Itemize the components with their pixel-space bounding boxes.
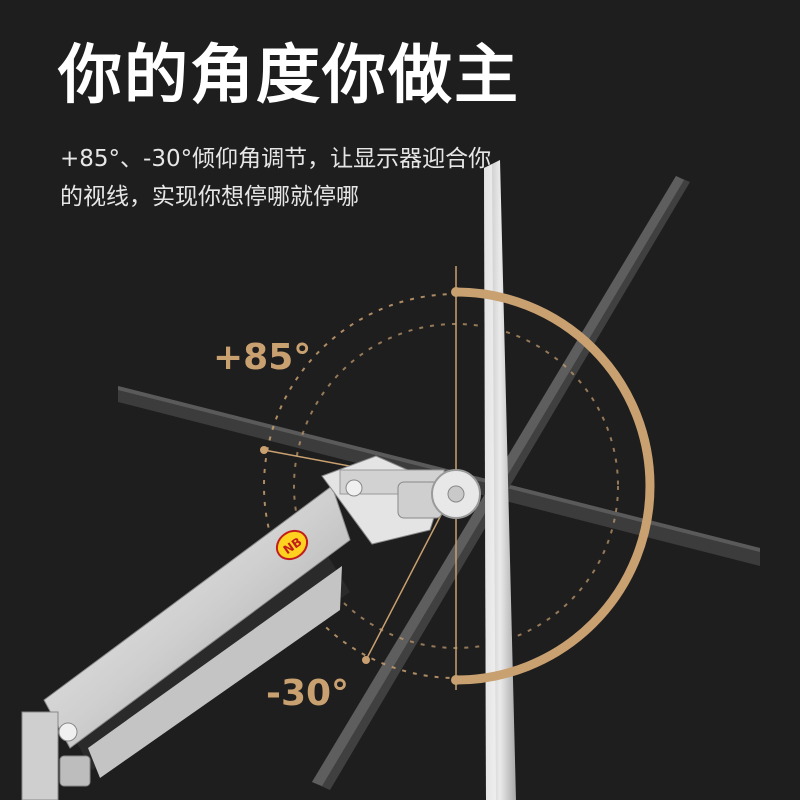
arc-end-top <box>451 287 461 297</box>
tilt-range-arc <box>455 287 655 685</box>
description-line-2: 的视线，实现你想停哪就停哪 <box>60 184 359 210</box>
monitor-arm <box>21 455 481 800</box>
arc-end-bottom <box>451 675 461 685</box>
indicator-dot-up <box>260 446 268 454</box>
page-title: 你的角度你做主 <box>58 39 520 113</box>
description-text: +85°、-30°倾仰角调节，让显示器迎合你 的视线，实现你想停哪就停哪 <box>60 140 620 216</box>
angle-label-up: +85° <box>213 337 312 378</box>
angle-label-down: -30° <box>266 673 350 714</box>
description-line-1: +85°、-30°倾仰角调节，让显示器迎合你 <box>60 146 492 172</box>
indicator-dot-down <box>362 656 370 664</box>
monitor-upright <box>484 160 516 800</box>
nb-logo: NB <box>275 529 309 561</box>
